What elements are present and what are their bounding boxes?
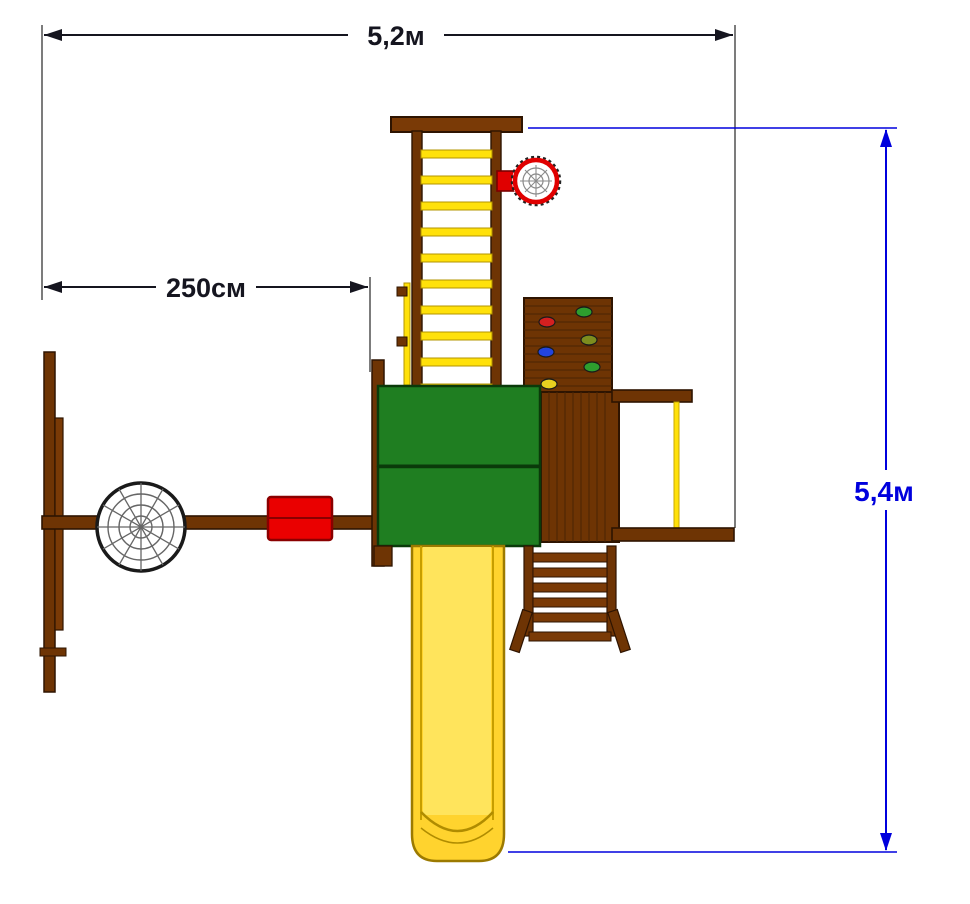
slide xyxy=(410,544,506,863)
roof-panel-lower xyxy=(376,465,542,548)
slide-exit-edge xyxy=(420,827,494,844)
dimension-top-label: 5,2м xyxy=(367,21,425,51)
hold-olive xyxy=(580,334,598,346)
swing-seat xyxy=(266,495,334,542)
hold-red xyxy=(538,316,556,328)
tower-lower-bracket xyxy=(373,545,393,567)
stairs-foot-left xyxy=(508,608,534,654)
slide-bed xyxy=(423,547,491,815)
basketball-net-spokes xyxy=(520,165,552,197)
stairs xyxy=(508,545,632,654)
dimension-right-height: 5,4м xyxy=(845,129,925,851)
dimension-height-arrow-bottom xyxy=(880,833,892,851)
hold-green-2 xyxy=(583,361,601,373)
climbing-wall xyxy=(523,297,613,393)
dimension-top: 5,2м xyxy=(44,18,733,52)
dimension-inner-arrow-left xyxy=(44,281,62,293)
roof-panel-upper xyxy=(376,384,542,468)
dimension-inner-label-bg xyxy=(156,270,256,304)
roof-top-board xyxy=(390,116,523,133)
dimension-top-arrow-right xyxy=(715,29,733,41)
hold-green-1 xyxy=(575,306,593,318)
dimension-top-label-bg xyxy=(348,18,444,52)
stairs-bottom-bar xyxy=(528,631,612,642)
right-platform xyxy=(540,391,620,543)
swing-arm-right xyxy=(611,389,735,542)
a-frame-foot xyxy=(39,647,67,657)
basket-net-spokes xyxy=(97,483,185,571)
swing-rope-yellow xyxy=(673,401,680,530)
side-yellow-rail xyxy=(403,282,411,386)
hold-blue xyxy=(537,346,555,358)
tower-roof xyxy=(371,359,542,567)
right-platform-panel xyxy=(540,391,620,543)
dimension-inner: 250см xyxy=(44,270,368,304)
swing-arm-top-beam xyxy=(611,389,693,403)
swing-arm-bottom-beam xyxy=(611,527,735,542)
basketball-rim xyxy=(512,157,560,205)
extension-lines xyxy=(41,25,897,853)
climbing-wall-slats xyxy=(524,305,612,387)
dimension-height-arrow-top xyxy=(880,129,892,147)
dimension-inner-label: 250см xyxy=(166,273,246,303)
dimension-inner-arrow-right xyxy=(350,281,368,293)
right-platform-slats xyxy=(548,392,606,542)
ladder-rungs xyxy=(420,149,493,393)
dimension-height-label: 5,4м xyxy=(854,476,914,507)
dimension-height-label-bg xyxy=(845,470,925,510)
stairs-foot-right xyxy=(606,608,632,654)
side-rail-bracket-top xyxy=(396,286,408,297)
slide-exit-lip xyxy=(420,811,494,833)
dimension-top-arrow-left xyxy=(44,29,62,41)
stairs-steps xyxy=(532,552,608,623)
climbing-holds xyxy=(537,306,601,390)
basketball-ring xyxy=(496,155,562,207)
tower-ladder xyxy=(390,116,523,393)
hold-yellow xyxy=(540,378,558,390)
basket-swing xyxy=(95,481,187,573)
side-rail-bracket-bottom xyxy=(396,336,408,347)
